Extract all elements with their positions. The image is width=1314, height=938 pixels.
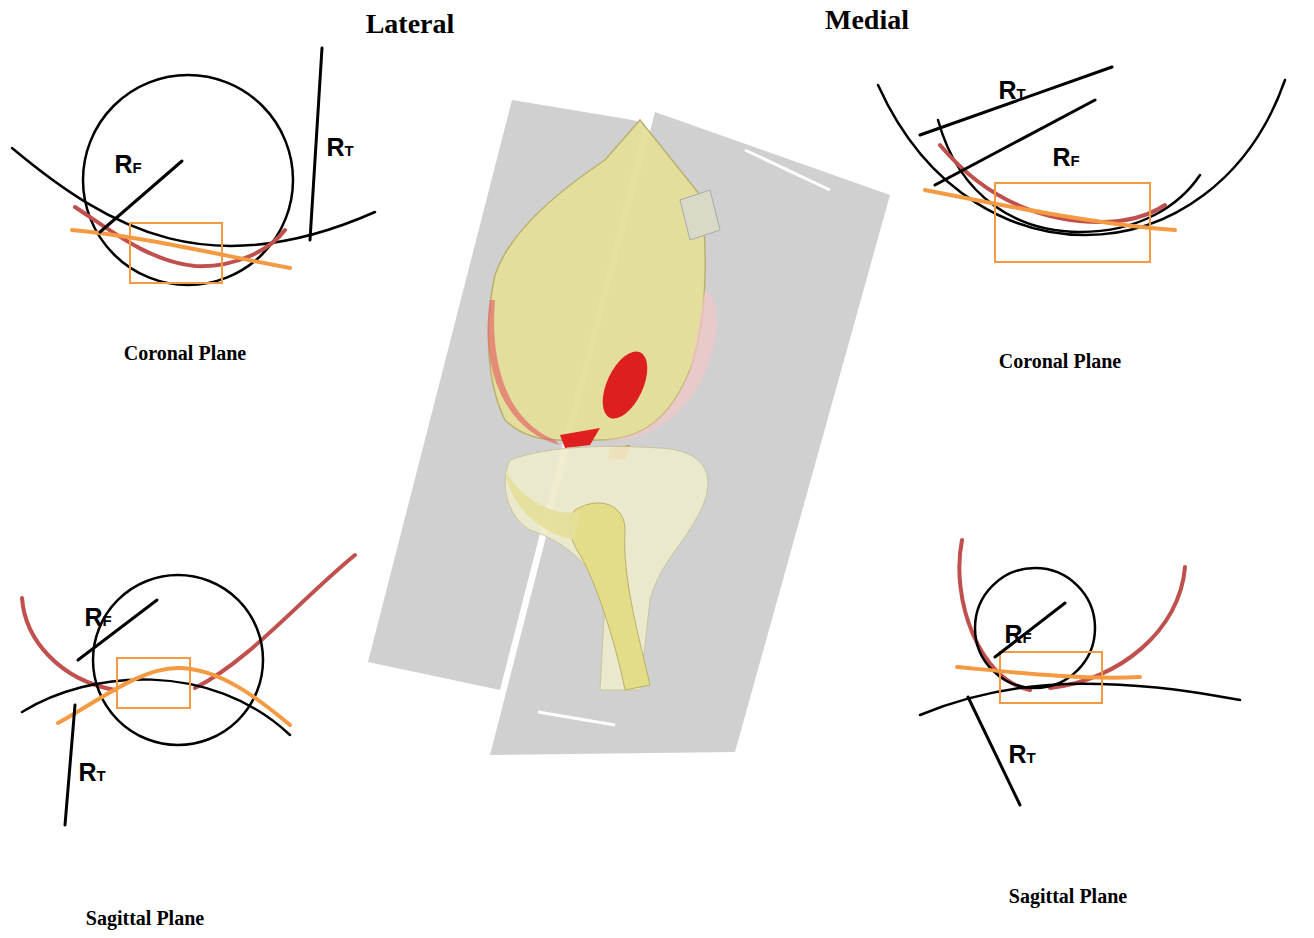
femur-radius-label: RF [114,152,141,177]
tibia-radius-label: RT [78,760,105,785]
femur-radius-label: RF [84,605,111,630]
tibia-radius-label: RT [1008,742,1035,767]
femur-radius-label: RF [1052,145,1079,170]
side-heading: Lateral [366,8,455,40]
medial-coronal-sketch [878,67,1285,262]
tibia-radius-label: RT [326,135,353,160]
lateral-sagittal-sketch [22,555,355,825]
tibia-radius-label: RT [998,78,1025,103]
medial-sagittal-sketch [920,540,1240,805]
femur-radius-label: RF [1004,622,1031,647]
plane-caption: Sagittal Plane [86,907,204,930]
lateral-coronal-sketch [12,48,375,285]
side-heading: Medial [825,4,909,36]
plane-caption: Coronal Plane [999,350,1121,373]
knee-model [368,100,890,755]
plane-caption: Sagittal Plane [1009,885,1127,908]
plane-caption: Coronal Plane [124,342,246,365]
